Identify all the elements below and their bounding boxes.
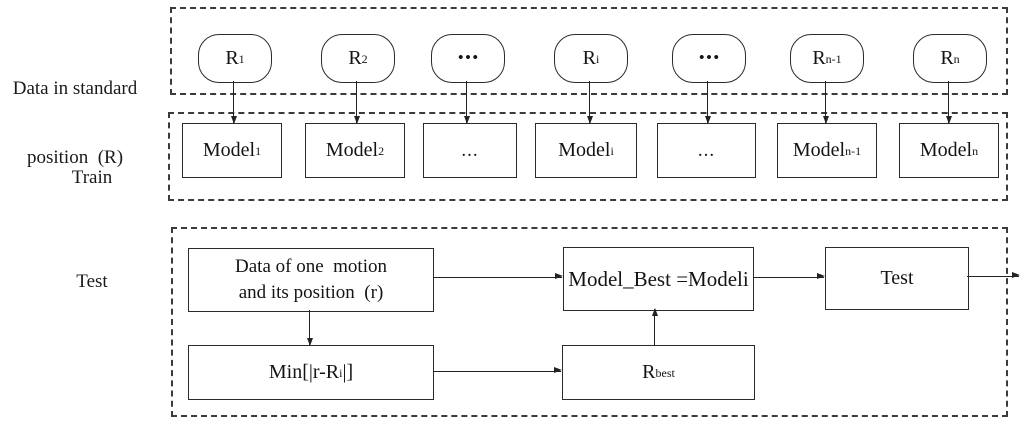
r-best-base: R bbox=[642, 361, 656, 383]
model-node-i-base: Model bbox=[558, 139, 611, 161]
arrow-ellipsis1 bbox=[463, 81, 470, 124]
r-node-1-base: R bbox=[225, 47, 239, 69]
model-node-ellipsis-2: ... bbox=[657, 123, 756, 178]
arrow-data-to-modelbest bbox=[433, 273, 563, 280]
test-box-text: Test bbox=[880, 267, 914, 289]
test-label: Test bbox=[76, 271, 108, 292]
ellipsis-dots: ... bbox=[697, 139, 716, 161]
r-node-ellipsis-1: ••• bbox=[431, 34, 505, 83]
model-best-box: Model_Best =Modeli bbox=[563, 247, 754, 311]
arrow-min-to-rbest bbox=[433, 367, 562, 374]
model-best-text: Model_Best =Modeli bbox=[568, 266, 749, 291]
r-node-n-base: R bbox=[940, 47, 954, 69]
arrow-ellipsis2 bbox=[704, 81, 711, 124]
arrow-r2-to-model2 bbox=[353, 81, 360, 124]
data-of-one-motion-line1: Data of one motion bbox=[235, 256, 387, 277]
arrow-modelbest-to-test bbox=[753, 273, 825, 280]
arrow-test-output bbox=[967, 272, 1020, 279]
ellipsis-dots: ••• bbox=[458, 50, 480, 66]
data-of-one-motion-line2: and its position (r) bbox=[238, 282, 384, 303]
standard-position-label: Data in standard position (R) bbox=[2, 31, 148, 215]
r-node-2-base: R bbox=[348, 47, 362, 69]
model-node-n-1-base: Model bbox=[792, 139, 846, 161]
arrow-r1-to-model1 bbox=[230, 81, 237, 124]
test-box: Test bbox=[825, 247, 969, 310]
min-box-post: |] bbox=[342, 361, 354, 383]
train-group-border bbox=[168, 112, 1008, 201]
arrow-rn-1-to-modeln-1 bbox=[822, 81, 829, 124]
ellipsis-dots: ... bbox=[461, 139, 479, 161]
arrow-rbest-to-modelbest bbox=[651, 308, 658, 345]
test-group-border bbox=[171, 227, 1008, 417]
model-node-2-base: Model bbox=[325, 139, 379, 161]
r-node-ellipsis-2: ••• bbox=[672, 34, 746, 83]
r-node-n-1-base: R bbox=[812, 47, 826, 69]
model-node-1-base: Model bbox=[202, 139, 256, 161]
arrow-rn-to-modeln bbox=[945, 81, 952, 124]
arrow-data-to-min bbox=[306, 310, 313, 346]
model-node-n-base: Model bbox=[919, 139, 973, 161]
data-of-one-motion-box: Data of one motion and its position (r) bbox=[188, 248, 434, 312]
arrow-ri-to-modeli bbox=[586, 81, 593, 124]
min-box-pre: Min[|r-R bbox=[268, 361, 340, 383]
model-node-ellipsis-1: ... bbox=[423, 123, 517, 178]
r-node-i-base: R bbox=[582, 47, 596, 69]
standard-position-label-line2: position (R) bbox=[26, 147, 124, 168]
ellipsis-dots: ••• bbox=[699, 50, 721, 66]
standard-position-label-line1: Data in standard bbox=[12, 78, 138, 99]
train-label: Train bbox=[71, 167, 113, 188]
